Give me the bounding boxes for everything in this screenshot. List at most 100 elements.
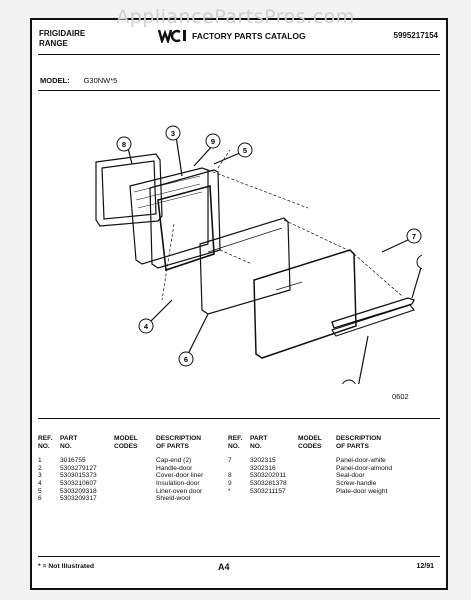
header-line: CODES (114, 442, 138, 450)
table-cell-model (114, 472, 138, 480)
footer-divider (38, 556, 440, 557)
table-cell-ref: 1 (38, 457, 42, 465)
table-cell-model (298, 472, 322, 480)
table-cell-part: 5303209318 (60, 487, 97, 495)
oven-door-exploded-diagram: 8 3 9 5 7 1 4 6 2 (95, 125, 422, 384)
table-cell-part: 5303281378 (250, 479, 287, 487)
wci-logo-icon (158, 29, 186, 43)
table-cell-part: 5303210607 (60, 479, 97, 487)
header-line: REF. (228, 435, 243, 442)
table-cell-part: 5303015373 (60, 472, 97, 480)
table-cell-model (298, 488, 322, 496)
revision-date: 12/91 (416, 563, 434, 570)
door-liner-cover-part (129, 167, 209, 265)
not-illustrated-note: * = Not Illustrated (38, 563, 95, 570)
table-cell-desc: Handle-door (156, 464, 193, 472)
figure-code: 0602 (392, 392, 409, 401)
header-line: MODEL (114, 435, 138, 442)
table-cell-model (298, 465, 322, 473)
callout-7: 7 (412, 232, 416, 241)
table-cell-part: 3202316 (250, 464, 276, 472)
table-cell-part: 5303211157 (250, 487, 286, 495)
handle-door-part (331, 304, 415, 337)
callout-3: 3 (171, 129, 175, 138)
table-cell-model (298, 457, 322, 465)
table-cell-desc: Cap-end (2) (156, 457, 192, 465)
table-cell-desc: Cover-door liner (156, 472, 204, 480)
table-cell-part: 3016755 (60, 457, 86, 465)
door-panel-part (253, 249, 357, 359)
catalog-title-block: FACTORY PARTS CATALOG (158, 28, 306, 43)
table-divider (38, 418, 440, 419)
table-cell-model (298, 480, 322, 488)
table-cell-ref: 6 (38, 495, 42, 503)
table-cell-ref: 3 (38, 472, 42, 480)
ref-header: REF.NO. (228, 435, 242, 450)
table-cell-part: 5303209317 (60, 495, 97, 503)
table-cell-ref: 4 (38, 479, 42, 487)
table-cell-ref: 5 (38, 487, 42, 495)
header-line: NO. (228, 442, 240, 450)
model-label: MODEL: (40, 76, 70, 85)
brand-name: FRIGIDAIRE (39, 29, 86, 38)
header-line: NO. (250, 442, 262, 450)
table-cell-desc: Plate-door weight (336, 487, 388, 495)
header-line: OF PARTS (336, 442, 369, 450)
table-cell-desc: Seal-door (336, 472, 365, 480)
table-cell-ref: 8 (228, 472, 232, 480)
table-cell-ref: 9 (228, 479, 232, 487)
door-shield-part (199, 217, 291, 315)
table-cell-part: 5303279127 (60, 464, 97, 472)
header-line: DESCRIPTION (336, 435, 382, 442)
callout-2: 2 (347, 383, 351, 384)
table-cell-part: 3202315 (250, 457, 276, 465)
header-line: REF. (38, 435, 53, 442)
ref-header: REF.NO. (38, 435, 52, 450)
header-line: NO. (60, 442, 72, 450)
header-line: OF PARTS (156, 442, 189, 450)
table-cell-model (114, 480, 138, 488)
header-line: CODES (298, 442, 322, 450)
product-name: RANGE (39, 39, 68, 48)
callout-9: 9 (211, 137, 215, 146)
callout-6: 6 (184, 355, 188, 364)
table-cell-ref: 2 (38, 464, 42, 472)
table-cell-desc: Screw-handle (336, 479, 377, 487)
table-cell-desc: Liner-oven door (156, 487, 203, 495)
catalog-number: 5995217154 (393, 31, 439, 40)
header-line: DESCRIPTION (156, 435, 202, 442)
table-cell-model (114, 495, 138, 503)
parts-catalog-sheet: FRIGIDAIRE RANGE FACTORY PARTS CATALOG 5… (30, 18, 448, 590)
end-cap-part (331, 297, 415, 329)
table-cell-desc: Shield-wool (156, 495, 191, 503)
model-divider (38, 90, 440, 91)
table-cell-model (114, 488, 138, 496)
table-cell-ref (228, 465, 242, 473)
header-line: PART (250, 435, 268, 442)
table-cell-model (114, 465, 138, 473)
model-line: MODEL: G30NW*5 (40, 76, 117, 85)
header-line: NO. (38, 442, 50, 450)
table-cell-ref: 7 (228, 457, 232, 465)
table-cell-model (114, 457, 138, 465)
table-cell-desc: Insulation-door (156, 479, 200, 487)
table-cell-desc: Panel-door-almond (336, 464, 393, 472)
callout-5: 5 (243, 146, 247, 155)
door-insulation-part (157, 184, 215, 272)
header-divider (38, 54, 440, 55)
table-cell-ref: * (228, 487, 231, 495)
model-value: G30NW*5 (83, 76, 118, 85)
page-number: A4 (218, 562, 230, 572)
